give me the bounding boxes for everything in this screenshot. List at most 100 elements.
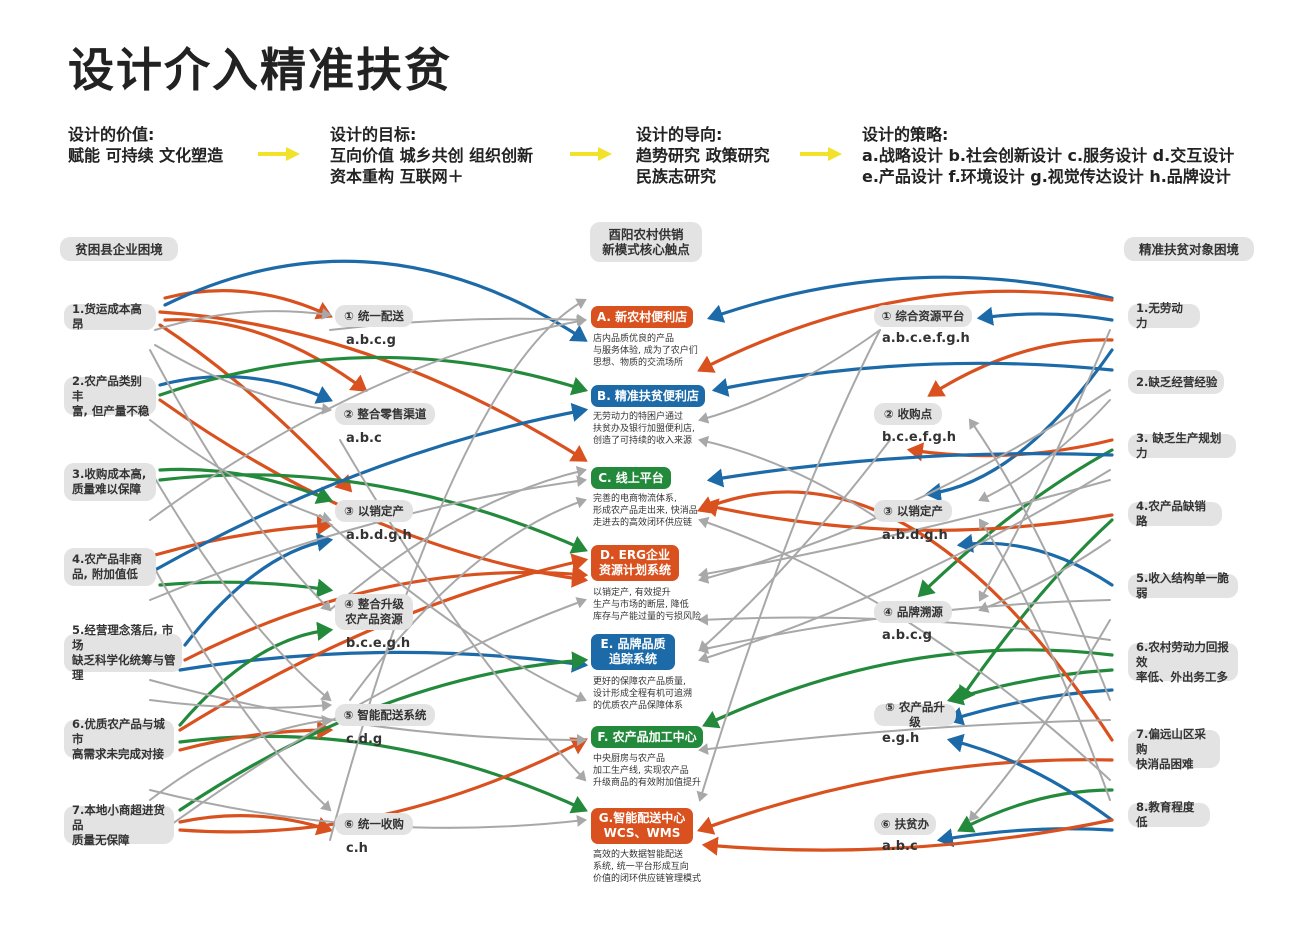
connection-arrow <box>698 329 881 424</box>
left-solution-node: ④ 整合升级 农产品资源 <box>335 594 413 630</box>
right-solution-code: a.b.c.e.f.g.h <box>882 331 970 346</box>
right-solution-node: ① 综合资源平台 <box>874 305 972 327</box>
left-solution-node: ② 整合零售渠道 <box>335 403 435 425</box>
right-solution-code: a.b.c <box>882 839 918 854</box>
connection-arrow <box>349 496 587 701</box>
design-strategy-block: 设计的策略: a.战略设计 b.社会创新设计 c.服务设计 d.交互设计 e.产… <box>862 124 1234 187</box>
connection-arrow <box>178 650 589 673</box>
connection-arrow <box>701 818 1114 856</box>
left-problem-item: 1.货运成本高昂 <box>64 302 156 331</box>
design-strategy-head: 设计的策略: <box>862 125 949 144</box>
connection-arrow <box>978 399 1111 503</box>
connection-arrow <box>178 651 589 812</box>
connection-arrow <box>701 498 1114 532</box>
connection-arrow <box>339 439 587 782</box>
connection-arrow <box>153 516 334 557</box>
center-touchpoint-desc: 无劳动力的特困户通过 扶贫办及银行加盟便利店, 创造了可持续的收入来源 <box>593 412 695 446</box>
connection-arrow <box>696 758 1114 835</box>
right-solution-code: a.b.c.g <box>882 628 932 643</box>
right-problem-item: 1.无劳动力 <box>1128 301 1200 330</box>
left-solution-code: a.b.c <box>346 431 382 446</box>
right-problem-item: 6.农村劳动力回报效 率低、外出务工多 <box>1128 640 1238 684</box>
left-solution-code: a.b.c.g <box>346 333 396 348</box>
design-strategy-line-1: a.战略设计 b.社会创新设计 c.服务设计 d.交互设计 <box>862 146 1235 165</box>
design-value-line: 赋能 可持续 文化塑造 <box>68 146 224 165</box>
connection-arrow <box>968 418 1111 701</box>
design-goal-line-1: 互向价值 城乡共创 组织创新 <box>330 146 534 165</box>
right-solution-code: a.b.d.g.h <box>882 528 948 543</box>
right-column-header: 精准扶贫对象困境 <box>1124 237 1254 261</box>
right-solution-node: ⑥ 扶贫办 <box>874 813 936 835</box>
left-solution-node: ⑤ 智能配送系统 <box>335 704 435 726</box>
right-problem-item: 4.农产品缺销路 <box>1128 499 1222 528</box>
connection-arrow <box>698 469 1111 664</box>
design-orientation-block: 设计的导向: 趋势研究 政策研究 民族志研究 <box>636 124 770 187</box>
center-touchpoint-c: C. 线上平台 <box>591 467 671 489</box>
connection-arrow <box>149 469 332 702</box>
page-title: 设计介入精准扶贫 <box>68 43 452 97</box>
connection-arrow <box>178 621 334 727</box>
connection-arrow <box>158 374 333 404</box>
right-problem-item: 8.教育程度低 <box>1128 800 1210 829</box>
connection-arrow <box>149 597 587 841</box>
center-touchpoint-desc: 店内品质优良的产品 与服务体验, 成为了农户们 思想、物质的交流场所 <box>593 334 698 368</box>
connection-arrow <box>946 733 1114 822</box>
yellow-arrow-icon <box>258 147 300 161</box>
design-value-block: 设计的价值: 赋能 可持续 文化塑造 <box>68 124 223 166</box>
left-problem-item: 4.农产品非商 品, 附加值低 <box>64 548 156 586</box>
connection-arrow <box>154 307 332 331</box>
right-problem-item: 2.缺乏经营经验 <box>1128 370 1224 394</box>
yellow-arrow-icon <box>800 147 842 161</box>
connection-arrow <box>976 306 1114 326</box>
connection-arrow <box>711 361 1114 397</box>
connection-arrow <box>978 329 1111 602</box>
connection-arrow <box>936 827 1114 848</box>
connection-arrow <box>149 349 332 612</box>
left-solution-code: c.h <box>346 841 368 856</box>
connection-arrow <box>706 275 1114 323</box>
right-solution-node: ④ 品牌溯源 <box>874 601 952 623</box>
connection-arrow <box>978 539 1111 613</box>
right-problem-item: 3. 缺乏生产规划力 <box>1128 431 1236 460</box>
left-problem-item: 6.优质农产品与城市 高需求未完成对接 <box>64 717 174 761</box>
connection-arrow <box>924 348 1114 502</box>
center-touchpoint-e: E. 品牌品质 追踪系统 <box>591 634 675 670</box>
center-touchpoint-a: A. 新农村便利店 <box>591 306 693 328</box>
connection-arrow <box>697 289 1114 373</box>
right-problem-item: 5.收入结构单一脆弱 <box>1128 571 1238 600</box>
connection-arrow <box>178 720 334 752</box>
connection-arrow <box>968 619 1111 822</box>
center-touchpoint-f: F. 农产品加工中心 <box>591 726 703 748</box>
connection-arrow <box>706 451 1114 488</box>
connection-arrow <box>163 289 333 320</box>
design-goal-head: 设计的目标: <box>330 125 417 144</box>
design-strategy-line-2: e.产品设计 f.环境设计 g.视觉传达设计 h.品牌设计 <box>862 167 1231 186</box>
design-value-head: 设计的价值: <box>68 125 155 144</box>
connection-arrow <box>698 719 1111 755</box>
left-solution-code: c.d.g <box>346 732 383 747</box>
connection-arrow <box>153 402 589 572</box>
center-column-header: 酉阳农村供销 新模式核心触点 <box>590 222 702 262</box>
connection-arrow <box>154 344 332 415</box>
center-touchpoint-desc: 完善的电商物流体系, 形成农产品走出来, 快消品 走进去的高效闭环供应链 <box>593 494 698 528</box>
left-solution-node: ① 统一配送 <box>335 305 413 327</box>
center-touchpoint-b: B. 精准扶贫便利店 <box>591 385 705 407</box>
design-orientation-line-2: 民族志研究 <box>636 167 717 186</box>
yellow-arrow-icon <box>570 147 612 161</box>
left-problem-item: 7.本地小商超进货品 质量无保障 <box>64 803 174 847</box>
left-solution-code: b.c.e.g.h <box>346 636 411 651</box>
right-solution-node: ⑤ 农产品升级 <box>874 700 956 729</box>
connection-arrow <box>163 259 588 342</box>
right-problem-item: 7.偏远山区采购 快消品困难 <box>1128 727 1220 771</box>
left-solution-node: ⑥ 统一收购 <box>335 813 413 835</box>
connection-arrow <box>149 315 587 521</box>
left-solution-node: ③ 以销定产 <box>335 500 413 522</box>
center-touchpoint-desc: 中央厨房与农产品 加工生产线, 实现农产品 升级商品的有效附加值提升 <box>593 754 702 788</box>
center-touchpoint-g: G.智能配送中心 WCS、WMS <box>591 808 693 844</box>
connection-arrow <box>149 419 332 524</box>
connection-arrow <box>329 465 587 611</box>
left-solution-code: a.b.d.g.h <box>346 528 412 543</box>
center-touchpoint-desc: 高效的大数据智能配送 系统, 统一平台形成互向 价值的闭环供应链管理模式 <box>593 850 702 884</box>
right-solution-code: b.c.e.f.g.h <box>882 430 957 445</box>
connection-arrow <box>917 448 1114 598</box>
